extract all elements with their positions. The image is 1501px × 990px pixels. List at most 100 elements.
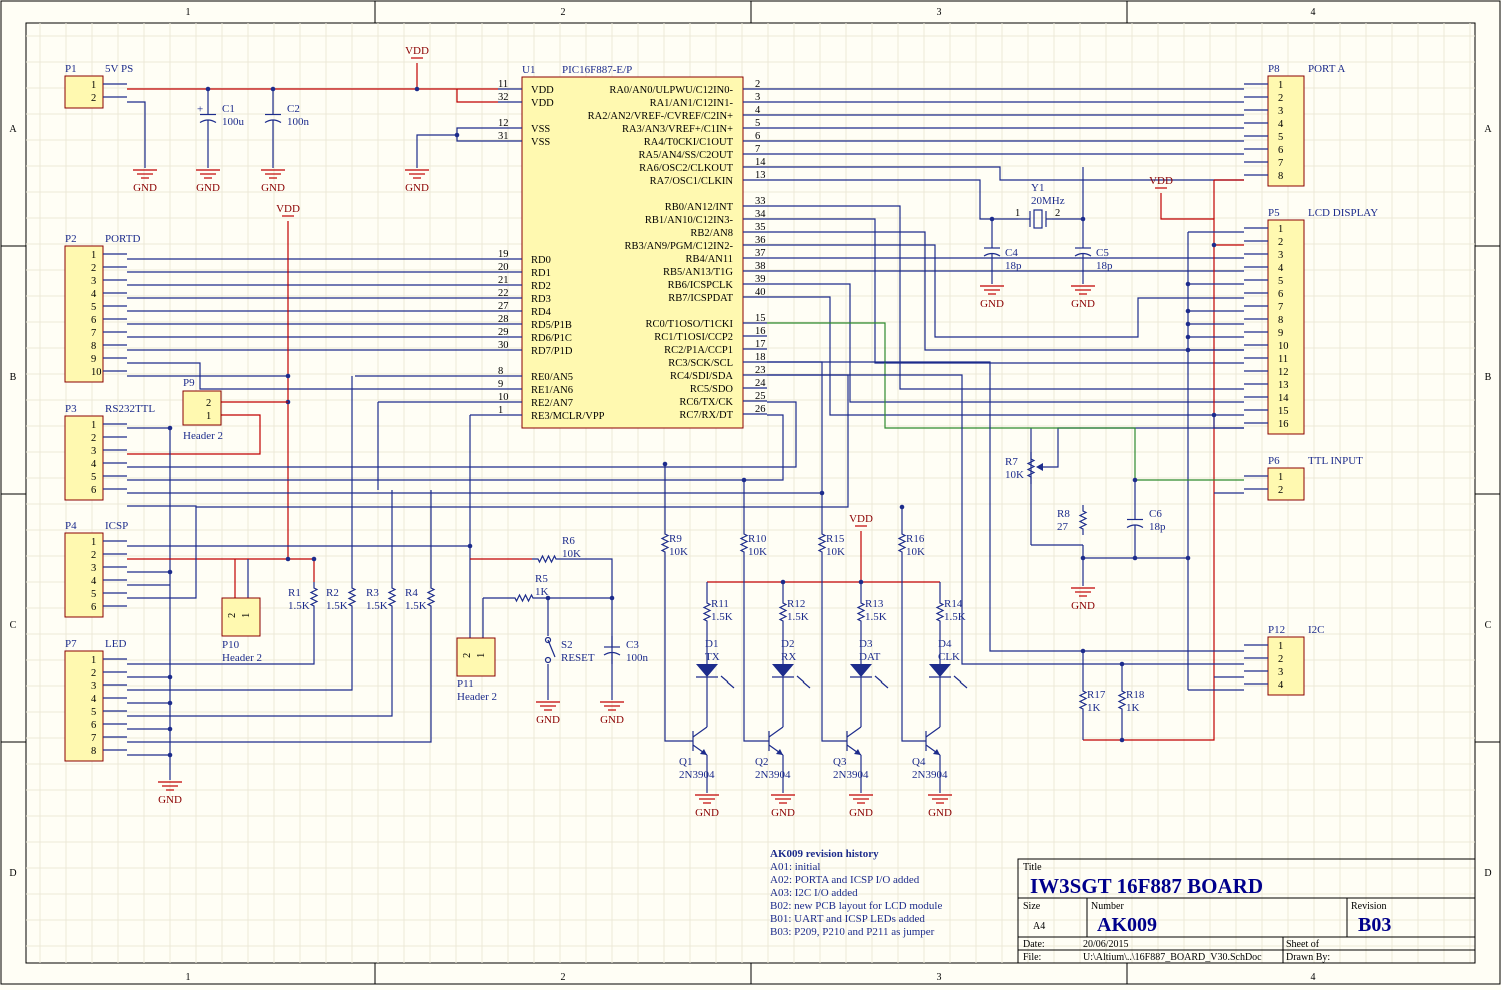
resistor-r6[interactable] bbox=[532, 554, 562, 564]
resistor-body bbox=[510, 593, 538, 603]
resistor-r10[interactable] bbox=[739, 531, 749, 555]
wire bbox=[127, 101, 146, 168]
resistor-r8[interactable] bbox=[1078, 505, 1088, 535]
pin-name: RD0 bbox=[531, 255, 551, 266]
wire bbox=[127, 507, 197, 599]
part-value: 10K bbox=[669, 546, 688, 558]
pin-number: 6 bbox=[91, 315, 96, 326]
resistor-r12[interactable] bbox=[778, 600, 788, 624]
pin-name: RE0/AN5 bbox=[531, 372, 573, 383]
part-value: 27 bbox=[1057, 521, 1069, 533]
led-d2[interactable] bbox=[772, 664, 811, 689]
junction-dot bbox=[1132, 477, 1138, 483]
resistor-r17[interactable] bbox=[1078, 688, 1088, 712]
gnd-label: GND bbox=[405, 182, 429, 194]
part-value: 100n bbox=[287, 116, 310, 128]
resistor-r16[interactable] bbox=[897, 531, 907, 555]
pin-number: 1 bbox=[91, 80, 96, 91]
part-designator: R4 bbox=[405, 587, 418, 599]
resistor-r9[interactable] bbox=[660, 531, 670, 555]
resistor-body bbox=[1078, 688, 1088, 712]
led-d3[interactable] bbox=[850, 664, 889, 689]
pin-name: RB4/AN11 bbox=[686, 254, 733, 265]
pin-name: RD6/P1C bbox=[531, 333, 572, 344]
capacitor-c2[interactable] bbox=[264, 107, 282, 128]
polarity-mark: + bbox=[197, 104, 203, 116]
pin-number: 1 bbox=[1278, 80, 1283, 91]
pin-name: RA1/AN1/C12IN1- bbox=[650, 98, 734, 109]
part-value: 10K bbox=[562, 548, 581, 560]
transistor-q4[interactable] bbox=[925, 726, 941, 756]
resistor-body bbox=[1117, 688, 1127, 712]
resistor-r1[interactable] bbox=[309, 582, 319, 612]
transistor-q1[interactable] bbox=[692, 726, 708, 756]
resistor-r18[interactable] bbox=[1117, 688, 1127, 712]
resistor-r14[interactable] bbox=[935, 600, 945, 624]
resistor-r15[interactable] bbox=[817, 531, 827, 555]
transistor-q3[interactable] bbox=[846, 726, 862, 756]
resistor-r11[interactable] bbox=[702, 600, 712, 624]
ic-designator: U1 bbox=[522, 64, 535, 76]
pin-number: 1 bbox=[1015, 208, 1020, 219]
capacitor-c4[interactable] bbox=[983, 240, 1001, 262]
part-designator: C4 bbox=[1005, 247, 1018, 259]
capacitor-c1[interactable]: + bbox=[197, 104, 217, 129]
pin-name: RB6/ICSPCLK bbox=[668, 280, 734, 291]
pin-name: RB7/ICSPDAT bbox=[668, 293, 733, 304]
pin-name: VSS bbox=[531, 124, 550, 135]
wire bbox=[127, 612, 432, 743]
gnd-symbol: GND bbox=[771, 794, 795, 819]
zone-col-label: 3 bbox=[937, 7, 942, 18]
part-value: 1.5K bbox=[787, 611, 809, 623]
junction-dot bbox=[1119, 737, 1125, 743]
pin-number: 4 bbox=[91, 694, 97, 705]
resistor-r5[interactable] bbox=[510, 593, 538, 603]
pin-name: RB0/AN12/INT bbox=[665, 202, 734, 213]
wire bbox=[901, 555, 926, 742]
pin-name: RD5/P1B bbox=[531, 320, 572, 331]
pin-number: 2 bbox=[91, 550, 96, 561]
pin-number: 2 bbox=[462, 653, 473, 658]
resistor-r3[interactable] bbox=[387, 582, 397, 612]
capacitor-c6[interactable] bbox=[1126, 510, 1144, 535]
resistor-r7[interactable] bbox=[1026, 452, 1043, 484]
resistor-r13[interactable] bbox=[856, 600, 866, 624]
resistor-body bbox=[532, 554, 562, 564]
microcontroller-u1[interactable]: U1 PIC16F887-E/P 11VDD32VDD12VSS31VSS19R… bbox=[498, 64, 767, 429]
pin-name: RC5/SDO bbox=[690, 384, 734, 395]
capacitor-c3[interactable] bbox=[603, 636, 621, 664]
resistor-r4[interactable] bbox=[426, 582, 436, 612]
pin-number: 1 bbox=[206, 411, 211, 422]
transistor-q2[interactable] bbox=[768, 726, 784, 756]
junction-dot bbox=[285, 556, 291, 562]
part-value: 10K bbox=[1005, 469, 1024, 481]
led-d1[interactable] bbox=[696, 664, 735, 689]
pin-number: 21 bbox=[498, 275, 509, 286]
led-d4[interactable] bbox=[929, 664, 968, 689]
capacitor-c5[interactable] bbox=[1074, 240, 1092, 262]
pin-number: 1 bbox=[1278, 472, 1283, 483]
resistor-r2[interactable] bbox=[347, 582, 357, 612]
